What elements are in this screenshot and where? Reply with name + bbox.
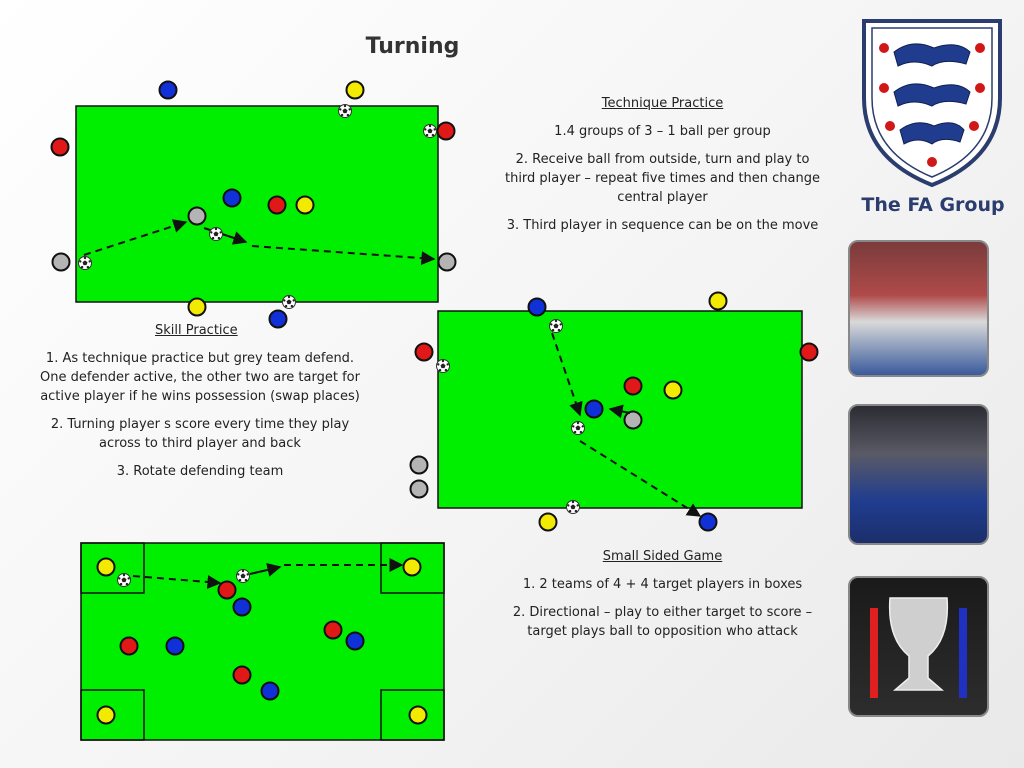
skill-item-2: 2. Turning player s score every time the… xyxy=(50,417,350,451)
technique-heading: Technique Practice xyxy=(601,96,724,111)
technique-item-3: 3. Third player in sequence can be on th… xyxy=(506,218,819,233)
trophy-icon xyxy=(870,597,967,698)
match-photo xyxy=(848,240,989,377)
skill-item-3: 3. Rotate defending team xyxy=(116,464,284,479)
ssg-item-2: 2. Directional – play to either target t… xyxy=(512,605,813,639)
fa-crest-icon xyxy=(862,19,1002,188)
technique-item-2: 2. Receive ball from outside, turn and p… xyxy=(504,152,820,205)
celebration-photo xyxy=(848,404,989,545)
ssg-players xyxy=(96,557,428,725)
page-title: Turning xyxy=(365,34,460,59)
fa-group-logo: The FA Group xyxy=(861,194,1005,216)
skill-pitch xyxy=(437,310,803,509)
ssg-boxes xyxy=(80,542,445,741)
skill-heading: Skill Practice xyxy=(155,323,238,338)
ssg-passes xyxy=(132,558,404,589)
technique-pitch xyxy=(75,105,439,303)
skill-item-1: 1. As technique practice but grey team d… xyxy=(40,351,360,404)
skill-passes xyxy=(551,332,702,517)
ssg-item-1: 1. 2 teams of 4 + 4 target players in bo… xyxy=(522,577,803,592)
technique-text: Technique Practice 1.4 groups of 3 – 1 b… xyxy=(500,94,825,244)
technique-item-1: 1.4 groups of 3 – 1 ball per group xyxy=(554,124,771,139)
ssg-text: Small Sided Game 1. 2 teams of 4 + 4 tar… xyxy=(500,547,825,650)
ssg-heading: Small Sided Game xyxy=(602,549,723,564)
technique-players xyxy=(50,80,457,329)
ssg-pitch xyxy=(80,542,445,741)
skill-players xyxy=(409,291,819,532)
skill-text: Skill Practice 1. As technique practice … xyxy=(40,321,360,490)
fa-cup-trophy-photo xyxy=(848,576,989,717)
